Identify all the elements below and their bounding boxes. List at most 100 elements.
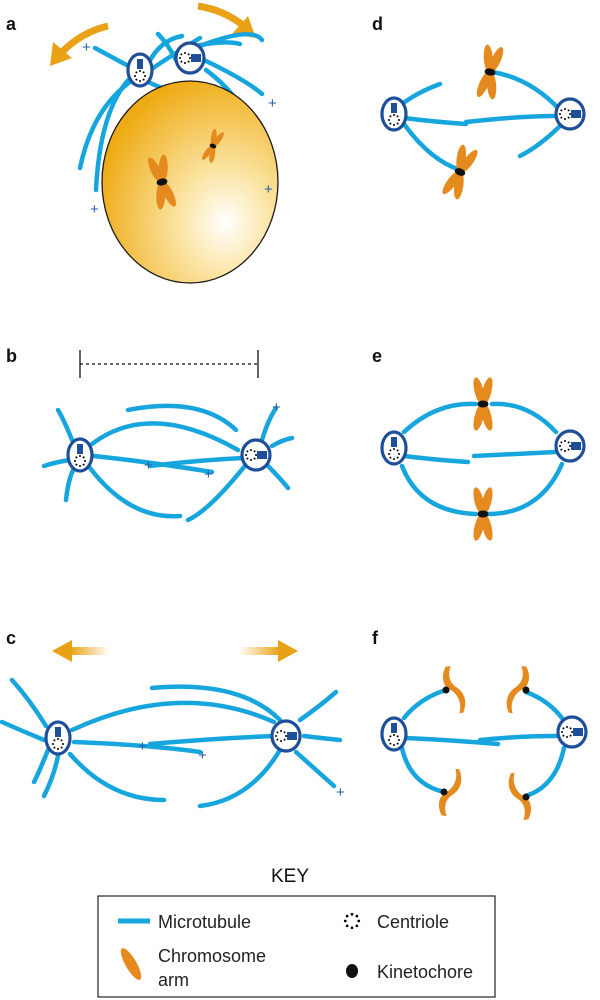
separation-arrow-left — [59, 22, 109, 55]
microtubule — [0, 719, 47, 743]
kinetochore — [522, 686, 530, 694]
separation-arrow-right-shaft — [238, 647, 280, 655]
centrosome — [272, 721, 300, 751]
microtubule — [269, 435, 295, 449]
microtubule — [517, 121, 565, 159]
microtubule — [399, 463, 479, 517]
microtubule — [477, 733, 559, 743]
microtubule — [463, 113, 559, 125]
microtubule — [89, 421, 241, 453]
kinetochore — [442, 686, 450, 694]
microtubule — [149, 684, 283, 723]
key-label-centriole: Centriole — [377, 912, 449, 932]
microtubule — [401, 115, 469, 127]
panel-c: c + + + — [0, 628, 345, 809]
kinetochore — [440, 788, 448, 796]
panel-f: f — [372, 628, 586, 822]
microtubule — [147, 455, 247, 469]
centrosome — [382, 718, 406, 750]
microtubule — [201, 57, 265, 97]
separation-arrowhead-left — [52, 640, 72, 662]
microtubule — [399, 81, 443, 107]
panel-label-b: b — [6, 346, 17, 366]
microtubule — [485, 461, 565, 517]
microtubule — [401, 401, 479, 435]
plus-end-marker: + — [204, 466, 213, 483]
microtubule — [265, 463, 291, 491]
microtubule — [197, 747, 283, 809]
plus-end-marker: + — [336, 784, 345, 801]
panel-label-a: a — [6, 14, 17, 34]
microtubule — [403, 735, 501, 747]
microtubule — [489, 69, 563, 113]
microtubule — [399, 745, 447, 795]
panel-b: b + + + — [6, 346, 295, 523]
microtubule — [77, 79, 133, 171]
plus-end-marker: + — [272, 399, 281, 416]
microtubule — [87, 465, 183, 519]
separation-arrowhead-left — [50, 42, 72, 66]
centrosome — [242, 440, 270, 470]
microtubule — [9, 677, 49, 729]
separation-arrowhead-right — [278, 640, 298, 662]
microtubule — [41, 753, 61, 799]
microtubule — [69, 700, 277, 733]
key-box — [97, 895, 496, 998]
key-title: KEY — [271, 866, 309, 887]
panel-label-d: d — [372, 14, 383, 34]
key-legend: KEY Microtubule Centriole Chromosome arm… — [97, 866, 496, 998]
centrosome — [556, 431, 584, 461]
centrosome — [68, 439, 92, 471]
microtubule — [55, 407, 75, 443]
microtubule — [401, 121, 463, 173]
centrosome — [176, 43, 204, 73]
centrosome — [558, 717, 586, 747]
panel-label-e: e — [372, 346, 382, 366]
microtubule — [401, 687, 449, 721]
microtubule — [523, 745, 567, 799]
microtubule — [523, 689, 565, 721]
centrosome — [556, 99, 584, 129]
microtubule — [489, 401, 559, 435]
microtubule — [197, 32, 265, 49]
microtubule — [125, 403, 239, 433]
nucleus — [101, 80, 279, 284]
separation-arrow-left-shaft — [70, 647, 110, 655]
centrosome — [128, 54, 152, 86]
microtubule — [91, 453, 215, 475]
panel-d: d — [372, 14, 584, 203]
microtubule — [297, 689, 339, 723]
microtubule — [293, 749, 337, 789]
chromosome-arm-icon — [120, 948, 142, 980]
microtubule — [471, 449, 559, 459]
kinetochore — [522, 793, 530, 801]
microtubule — [92, 45, 135, 71]
centrosome — [46, 722, 70, 754]
microtubule — [147, 733, 279, 747]
microtubule — [401, 453, 471, 465]
plus-end-marker: + — [82, 39, 91, 56]
plus-end-marker: + — [264, 181, 273, 198]
microtubule — [259, 405, 279, 443]
key-label-kinetochore: Kinetochore — [377, 962, 473, 982]
microtubule — [63, 465, 77, 503]
plus-end-marker: + — [138, 738, 147, 755]
separation-arrow-right — [197, 2, 247, 29]
centriole-icon — [343, 912, 361, 930]
key-label-chromosome-arm-line2: arm — [158, 970, 189, 990]
key-label-microtubule: Microtubule — [158, 912, 251, 932]
panel-label-f: f — [372, 628, 379, 648]
panel-a: a + + + + — [6, 2, 279, 284]
microtubule — [67, 751, 167, 803]
plus-end-marker: + — [144, 457, 153, 474]
panel-label-c: c — [6, 628, 16, 648]
centrosome — [382, 98, 406, 130]
kinetochore-icon — [346, 964, 358, 978]
microtubule — [71, 739, 203, 755]
microtubule — [31, 747, 51, 785]
plus-end-marker: + — [90, 201, 99, 218]
chromosome — [438, 141, 482, 203]
centrosome — [382, 432, 406, 464]
microtubule — [185, 459, 251, 523]
